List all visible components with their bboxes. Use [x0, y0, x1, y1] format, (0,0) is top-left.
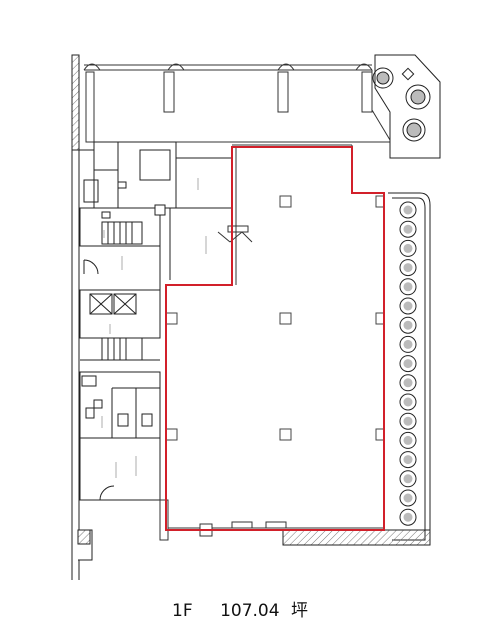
- toilet-fixture: [83, 179, 99, 203]
- elevator-icon: [89, 293, 113, 315]
- tree-icon: [372, 67, 394, 89]
- tree-core: [403, 455, 413, 465]
- restrooms: [79, 371, 161, 439]
- tree-core: [403, 263, 413, 273]
- door-swing-icon: [229, 231, 253, 243]
- tree-core: [403, 359, 413, 369]
- column-icon: [279, 312, 292, 325]
- column-icon: [375, 428, 385, 441]
- back-room: [77, 437, 161, 561]
- tree-core: [403, 224, 413, 234]
- elevator-icon: [113, 293, 137, 315]
- stair-icon: [101, 221, 143, 245]
- tree-core: [403, 282, 413, 292]
- tree-core: [403, 339, 413, 349]
- door-swing-icon: [83, 259, 99, 275]
- tree-core: [403, 474, 413, 484]
- service-rooms: [79, 141, 232, 290]
- tree-icon: [405, 84, 431, 110]
- tree-core: [403, 416, 413, 426]
- tenant-structure: [159, 144, 385, 541]
- column-icon: [375, 195, 385, 208]
- planter-bottom: [282, 529, 431, 546]
- floor-caption: 1F 107.04 坪: [0, 596, 480, 621]
- room-label-marks: [101, 178, 207, 478]
- floor-area-unit: 坪: [290, 601, 308, 621]
- entrance-canopy: [83, 63, 391, 143]
- column-icon: [165, 312, 178, 325]
- door-swing-icon: [99, 485, 115, 501]
- column-icon: [279, 195, 292, 208]
- tree-core: [403, 301, 413, 311]
- floor-label: 1F: [172, 601, 193, 621]
- tree-core: [403, 512, 413, 522]
- column-icon: [375, 312, 385, 325]
- tree-core: [403, 493, 413, 503]
- columns: [165, 195, 385, 441]
- column-icon: [165, 428, 178, 441]
- hedge-planter-right: [388, 192, 431, 546]
- tree-core: [403, 378, 413, 388]
- floor-area-value: 107.04: [220, 601, 280, 621]
- column-icon: [279, 428, 292, 441]
- tree-icon: [402, 118, 426, 142]
- elevator-core: [79, 259, 161, 361]
- tree-core: [403, 397, 413, 407]
- tenant-outline: [165, 146, 385, 531]
- tree-core: [403, 435, 413, 445]
- hedge-trees: [399, 201, 417, 526]
- tree-core: [403, 243, 413, 253]
- floor-plan: [71, 54, 441, 580]
- tree-core: [403, 320, 413, 330]
- planter-top-right: [372, 54, 441, 159]
- left-wall: [71, 54, 94, 580]
- tree-core: [403, 205, 413, 215]
